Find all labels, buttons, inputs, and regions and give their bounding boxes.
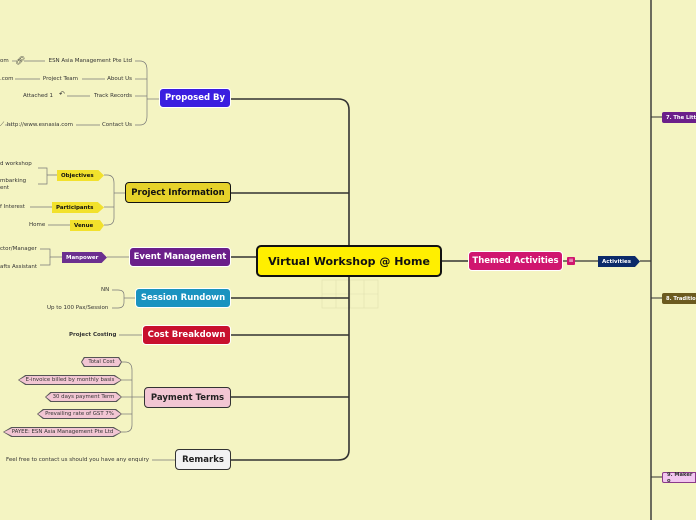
main-topic-label: Virtual Workshop @ Home (268, 254, 430, 268)
activity-tab-9[interactable]: 9. Maker o (662, 472, 696, 484)
remarks-detail: Feel free to contact us should you have … (6, 457, 150, 463)
link-icon[interactable]: ⟋ (0, 121, 5, 128)
tag-venue[interactable]: Venue (70, 220, 104, 231)
tag-objectives[interactable]: Objectives (57, 170, 104, 181)
attachment-icon[interactable]: ↶ (59, 90, 65, 98)
branch-payment-terms-label: Payment Terms (150, 392, 225, 403)
branch-remarks-label: Remarks (182, 454, 224, 465)
payment-item-text: 30 days payment Term (46, 393, 121, 401)
payment-item[interactable]: Total Cost (81, 357, 122, 367)
payment-item[interactable]: PAYEE: ESN Asia Management Pte Ltd (3, 427, 122, 437)
branch-event-management[interactable]: Event Management (129, 247, 231, 267)
branch-remarks[interactable]: Remarks (175, 449, 231, 470)
objectives-line-1: d workshop (0, 161, 32, 167)
objectives-line-2: mbarking (0, 178, 27, 184)
activity-tab-8[interactable]: 8. Traditio (662, 293, 696, 304)
proposed-contact: Contact Us (101, 122, 132, 128)
payment-item[interactable]: E-invoice billed by monthly basis (18, 375, 122, 385)
payment-item[interactable]: Prevailing rate of GST 7% (37, 409, 122, 419)
main-topic[interactable]: Virtual Workshop @ Home (256, 245, 442, 277)
session-line-2: Up to 100 Pax/Session (47, 305, 109, 311)
proposed-website-link[interactable]: http://www.esnasia.com (7, 122, 73, 128)
proposed-track-records: Track Records (93, 93, 132, 99)
proposed-cut-com[interactable]: .com (0, 76, 14, 82)
cost-detail: Project Costing (69, 332, 117, 338)
payment-item-text: PAYEE: ESN Asia Management Pte Ltd (4, 428, 121, 436)
branch-themed-activities[interactable]: Themed Activities (468, 251, 563, 271)
branch-session-rundown-label: Session Rundown (140, 293, 226, 303)
proposed-attachment[interactable]: Attached 1 (23, 93, 53, 99)
session-line-1: NN (101, 287, 110, 293)
payment-item-text: Prevailing rate of GST 7% (38, 410, 121, 418)
activity-tab-7[interactable]: 7. The Litt (662, 112, 696, 123)
manpower-line-1: ctor/Manager (0, 246, 37, 252)
proposed-about: About Us (107, 76, 132, 82)
branch-proposed-by-label: Proposed By (164, 93, 226, 103)
proposed-team: Project Team (42, 76, 78, 82)
link-icon[interactable]: 🔗︎ (15, 56, 26, 65)
objectives-line-3: ent (0, 185, 10, 191)
tag-participants[interactable]: Participants (52, 202, 104, 213)
notes-icon[interactable]: ≡ (567, 257, 575, 265)
proposed-cut-om[interactable]: om (0, 58, 9, 64)
branch-proposed-by[interactable]: Proposed By (159, 88, 231, 108)
venue-detail: Home (29, 222, 46, 228)
participants-detail: f Interest (0, 204, 25, 210)
branch-themed-activities-label: Themed Activities (472, 256, 559, 266)
proposed-company: ESN Asia Management Pte Ltd (48, 58, 132, 64)
tag-activities[interactable]: Activities (598, 256, 640, 267)
branch-payment-terms[interactable]: Payment Terms (144, 387, 231, 408)
payment-item-text: E-invoice billed by monthly basis (19, 376, 121, 384)
payment-item[interactable]: 30 days payment Term (45, 392, 122, 402)
branch-cost-breakdown-label: Cost Breakdown (147, 330, 226, 340)
branch-project-information-label: Project Information (131, 187, 225, 198)
branch-project-information[interactable]: Project Information (125, 182, 231, 203)
branch-session-rundown[interactable]: Session Rundown (135, 288, 231, 308)
tag-manpower[interactable]: Manpower (62, 252, 107, 263)
manpower-line-2: afts Assistant (0, 264, 38, 270)
payment-item-text: Total Cost (82, 358, 121, 366)
branch-cost-breakdown[interactable]: Cost Breakdown (142, 325, 231, 345)
branch-event-management-label: Event Management (133, 252, 227, 262)
